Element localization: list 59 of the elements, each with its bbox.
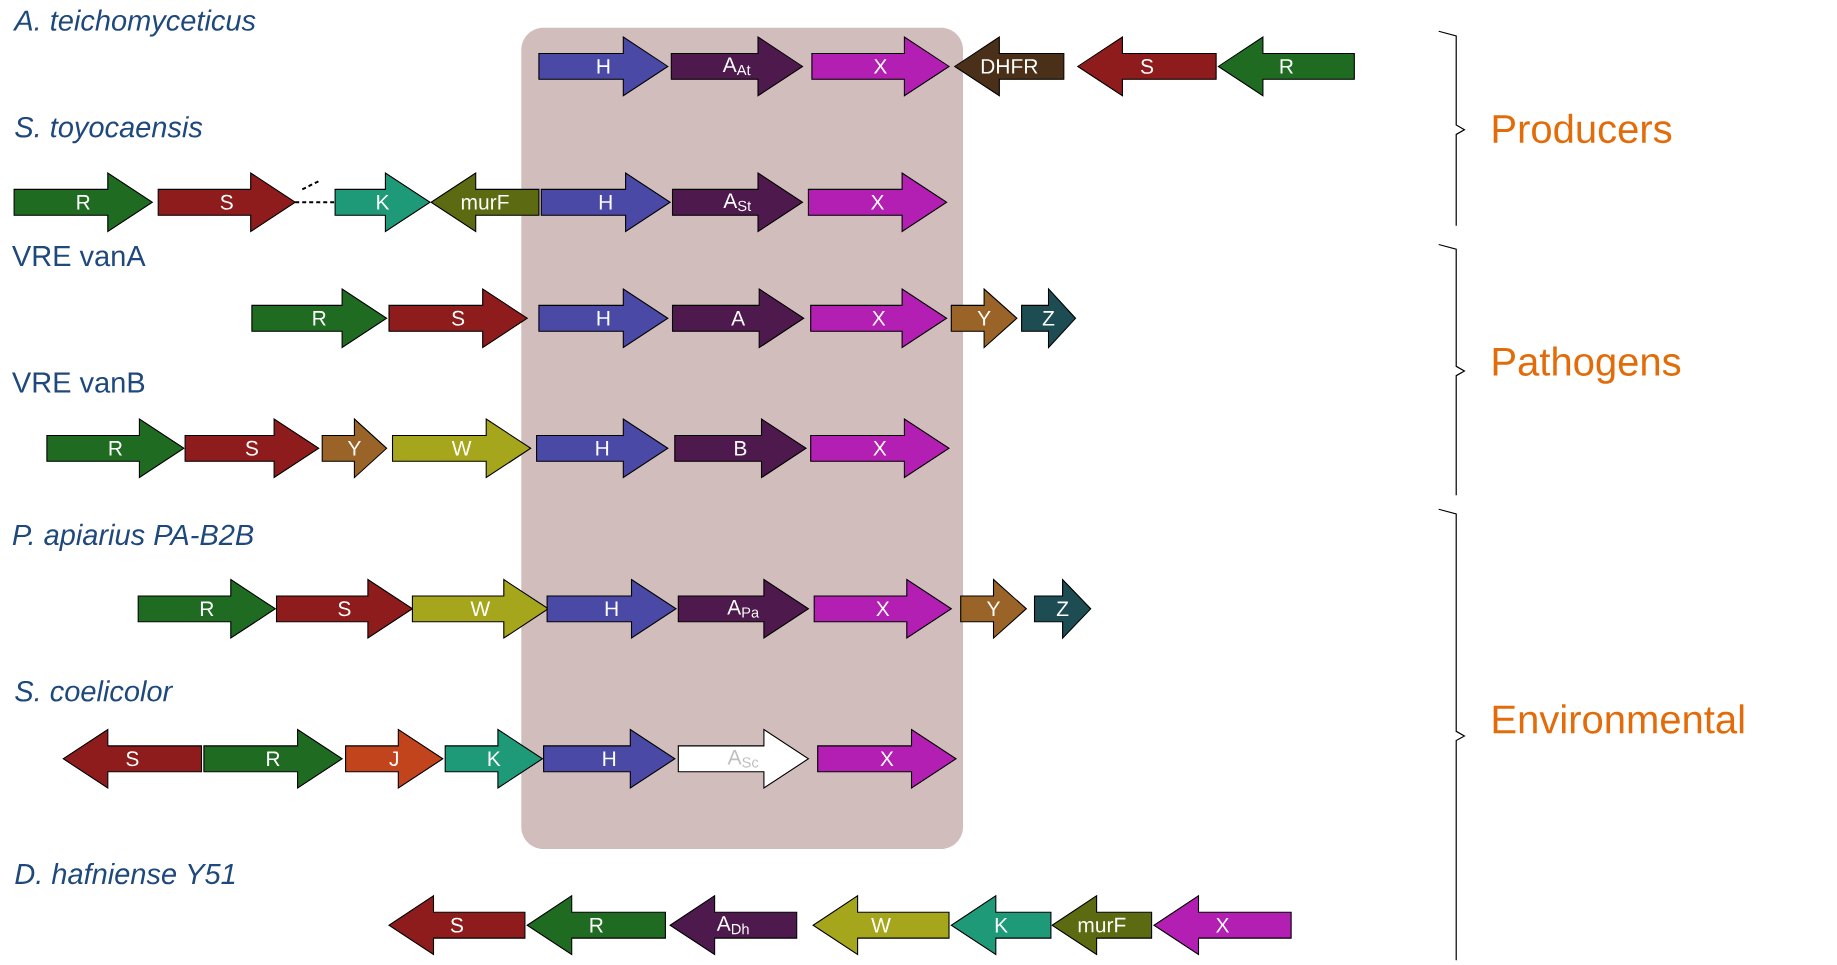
- gene-block: R: [46, 418, 185, 479]
- gene-block: S: [184, 418, 320, 479]
- gene-block: Y: [960, 578, 1028, 640]
- gene-block: R: [203, 728, 344, 790]
- gene-block: X: [811, 36, 950, 97]
- gene-block: murF: [1051, 894, 1153, 956]
- organism-label: S. coelicolor: [15, 680, 174, 702]
- gene-block: X: [810, 418, 950, 479]
- gene-block: H: [536, 418, 669, 479]
- gene-block: Z: [1021, 287, 1077, 349]
- gene-block: X: [817, 728, 957, 790]
- organism-label: P. apiarius PA-B2B: [12, 523, 254, 551]
- gene-block: S: [157, 171, 297, 233]
- gene-block: K: [950, 894, 1052, 956]
- gene-block: Z: [1033, 578, 1092, 640]
- gene-block: murF: [430, 171, 540, 233]
- gene-block: R: [1217, 36, 1355, 97]
- gene-block: R: [137, 578, 277, 640]
- gene-block: H: [538, 287, 669, 349]
- gene-block: S: [62, 728, 203, 790]
- gene-block: X: [1153, 894, 1292, 956]
- gene-block: R: [526, 894, 666, 956]
- gene-block: B: [674, 418, 807, 479]
- gene-block: S: [1076, 36, 1217, 97]
- organism-label: VRE vanA: [12, 246, 146, 267]
- gene-block: W: [411, 578, 550, 640]
- gene-block: A: [671, 287, 805, 349]
- gene-block: H: [543, 728, 676, 790]
- gene-block: H: [538, 36, 669, 97]
- gene-block: A$_{St}$: [671, 171, 804, 233]
- gene-block: Y: [950, 287, 1018, 349]
- gene-block: S: [388, 287, 529, 349]
- gene-block: K: [444, 728, 544, 790]
- gene-block: DHFR: [953, 36, 1065, 97]
- gene-block: A$_{Pa}$: [677, 578, 810, 640]
- group-label: Pathogens: [1493, 346, 1681, 384]
- gene-block: X: [813, 578, 953, 640]
- gene-block: S: [275, 578, 414, 640]
- gene-block: H: [540, 171, 672, 233]
- gene-block: R: [251, 287, 388, 349]
- gene-block: H: [546, 578, 677, 640]
- gene-block: A$_{At}$: [670, 36, 804, 97]
- organism-label: VRE vanB: [12, 372, 145, 393]
- gene-block: J: [345, 728, 444, 790]
- gene-block: R: [13, 171, 154, 233]
- organism-label: S. toyocaensis: [15, 116, 203, 144]
- gene-block: W: [391, 418, 532, 479]
- gene-block: Y: [321, 417, 388, 479]
- gene-block: A$_{Dh}$: [669, 894, 798, 956]
- gene-block: X: [807, 171, 948, 233]
- organism-label: D. hafniense Y51: [15, 862, 235, 885]
- gene-block: S: [388, 894, 526, 956]
- group-label: Producers: [1493, 113, 1672, 144]
- gene-block: A$_{Sc}$: [677, 728, 810, 790]
- group-label: Environmental: [1493, 704, 1744, 734]
- gene-block: K: [334, 171, 431, 233]
- organism-label: A. teichomyceticus: [12, 9, 256, 37]
- gene-block: W: [812, 894, 950, 956]
- gene-block: X: [810, 287, 948, 349]
